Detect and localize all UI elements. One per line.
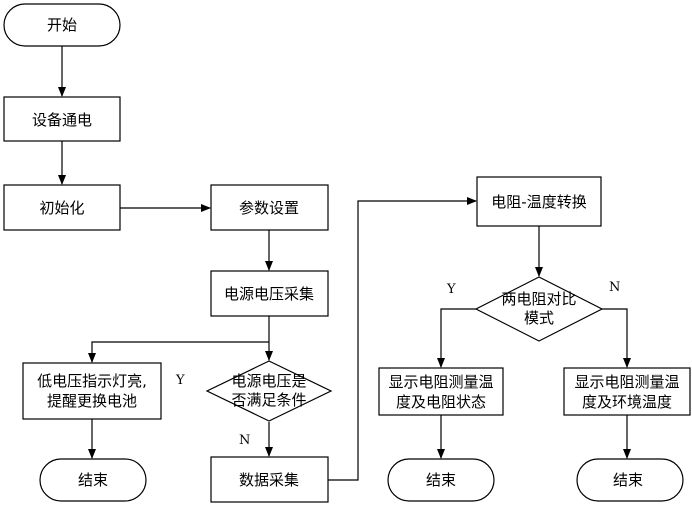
node-end-mid: 结束 bbox=[387, 458, 495, 502]
node-start-label: 开始 bbox=[47, 16, 77, 34]
edge-mode-no-to-show-env bbox=[602, 308, 631, 368]
node-voltage-check-line1: 电源电压是 bbox=[231, 372, 306, 390]
node-show-env-line2: 度及环境温度 bbox=[582, 393, 672, 411]
node-voltage-sampling-label: 电源电压采集 bbox=[224, 285, 314, 303]
node-end-mid-label: 结束 bbox=[426, 471, 456, 489]
node-end-left-label: 结束 bbox=[78, 471, 108, 489]
edge-check-yes-to-low-voltage bbox=[88, 341, 269, 363]
node-resistance-temp-convert: 电阻-温度转换 bbox=[476, 176, 602, 227]
node-init: 初始化 bbox=[3, 184, 121, 231]
node-compare-mode-line1: 两电阻对比 bbox=[501, 290, 576, 308]
node-low-voltage-line2: 提醒更换电池 bbox=[47, 392, 137, 410]
node-init-label: 初始化 bbox=[39, 199, 84, 217]
node-compare-mode-line2: 模式 bbox=[524, 309, 554, 327]
node-voltage-check-line2: 否满足条件 bbox=[231, 391, 306, 409]
label-voltage-yes: Y bbox=[175, 373, 185, 388]
node-low-voltage-line1: 低电压指示灯亮, bbox=[37, 372, 147, 390]
node-end-right: 结束 bbox=[576, 458, 684, 502]
node-end-right-label: 结束 bbox=[613, 471, 643, 489]
node-data-sampling-label: 数据采集 bbox=[239, 471, 299, 489]
node-param-setting-label: 参数设置 bbox=[239, 199, 299, 217]
node-show-state-line2: 度及电阻状态 bbox=[396, 393, 486, 411]
node-low-voltage: 低电压指示灯亮, 提醒更换电池 bbox=[22, 362, 162, 420]
label-voltage-no: N bbox=[239, 433, 250, 448]
node-resistance-temp-convert-label: 电阻-温度转换 bbox=[491, 193, 586, 211]
edges bbox=[58, 46, 631, 481]
node-param-setting: 参数设置 bbox=[210, 184, 329, 231]
node-show-env-line1: 显示电阻测量温 bbox=[574, 373, 679, 391]
edge-mode-yes-to-show-state bbox=[437, 308, 476, 368]
node-show-env: 显示电阻测量温 度及环境温度 bbox=[563, 367, 691, 416]
node-start: 开始 bbox=[3, 3, 121, 47]
node-voltage-sampling: 电源电压采集 bbox=[210, 270, 329, 317]
node-power-on: 设备通电 bbox=[3, 96, 121, 142]
node-show-state-line1: 显示电阻测量温 bbox=[388, 373, 493, 391]
node-power-on-label: 设备通电 bbox=[32, 111, 92, 129]
node-compare-mode: 两电阻对比 模式 bbox=[474, 276, 604, 342]
node-voltage-check: 电源电压是 否满足条件 bbox=[205, 360, 333, 422]
label-mode-no: N bbox=[609, 280, 620, 295]
node-end-left: 结束 bbox=[39, 458, 147, 502]
label-mode-yes: Y bbox=[446, 282, 456, 297]
node-data-sampling: 数据采集 bbox=[210, 456, 329, 503]
edge-data-sampling-to-convert bbox=[328, 197, 477, 481]
node-show-state: 显示电阻测量温 度及电阻状态 bbox=[378, 367, 504, 416]
